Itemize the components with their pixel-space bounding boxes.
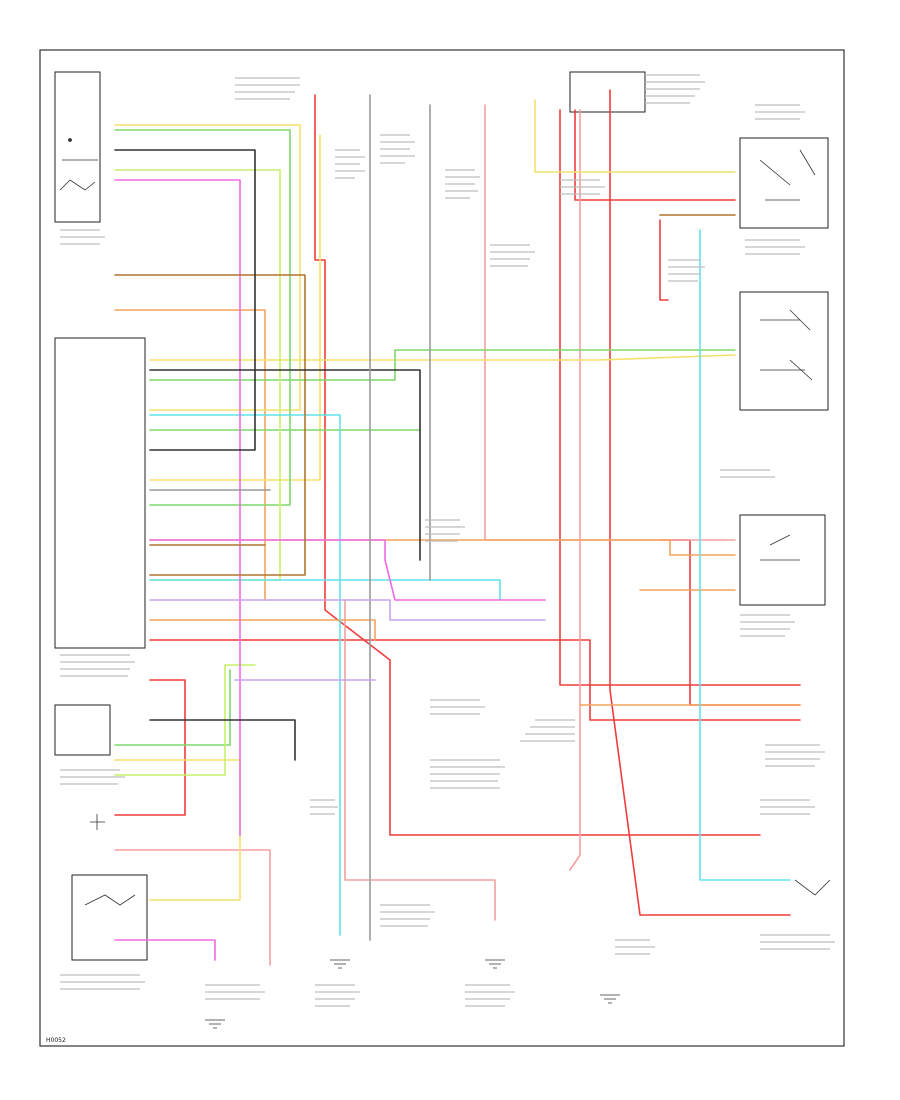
wire-harness	[114, 89, 801, 966]
ground-symbol	[485, 959, 505, 969]
blower-relay-box	[739, 291, 829, 411]
wire-brown-1	[114, 274, 306, 576]
blower-motor-resistor-box	[71, 874, 148, 961]
wire-cyan-2	[699, 229, 791, 881]
wire-red-2	[559, 109, 801, 686]
footer-code: H0052	[46, 1037, 66, 1044]
wire-yellow-4	[114, 124, 301, 411]
ground-symbol	[330, 959, 350, 969]
wire-pink-4	[344, 599, 496, 921]
wire-red-4	[609, 89, 791, 916]
wire-green-1	[114, 129, 291, 506]
push-button-switch-box	[54, 704, 111, 756]
wire-orange-3	[149, 619, 376, 641]
wire-red-3	[574, 109, 736, 201]
electronic-control-module-box	[54, 337, 146, 649]
wire-yellow-2	[149, 354, 736, 361]
wire-magenta-1	[114, 179, 241, 836]
wire-pink-3	[114, 849, 271, 966]
wire-pink-2	[569, 109, 581, 871]
wire-yellow-5	[149, 134, 321, 481]
vacuum-reservoir-box	[739, 137, 829, 229]
wire-black-1	[149, 369, 421, 561]
wire-cyan-1	[149, 414, 341, 936]
pcm-power-relay-box	[739, 514, 826, 606]
wire-lavender-1	[149, 599, 546, 621]
ground-symbols	[205, 959, 620, 1029]
component-boxes	[54, 71, 829, 961]
fuse-panel-box	[569, 71, 646, 113]
wire-magenta-3	[114, 939, 216, 961]
wire-red-7	[114, 679, 186, 816]
wire-green-4	[114, 669, 231, 746]
wire-green-2	[149, 349, 736, 381]
wire-magenta-2	[149, 539, 546, 601]
wire-orange-1	[149, 539, 736, 556]
wire-black-2	[149, 719, 296, 761]
ground-symbol	[205, 1019, 225, 1029]
ground-symbol	[600, 994, 620, 1004]
transmission-range-sensor-box	[54, 71, 101, 223]
wire-red-5	[659, 219, 669, 301]
wire-orange-4	[114, 309, 266, 601]
diagram-border	[39, 49, 845, 1047]
component-internals	[59, 138, 831, 906]
wire-yellow-1	[534, 99, 736, 173]
wire-black-3	[114, 149, 256, 451]
fine-print-blocks	[60, 74, 835, 1007]
wire-yellow-3	[114, 759, 241, 901]
wire-red-1	[314, 94, 761, 836]
wire-cyan-3	[149, 579, 501, 601]
